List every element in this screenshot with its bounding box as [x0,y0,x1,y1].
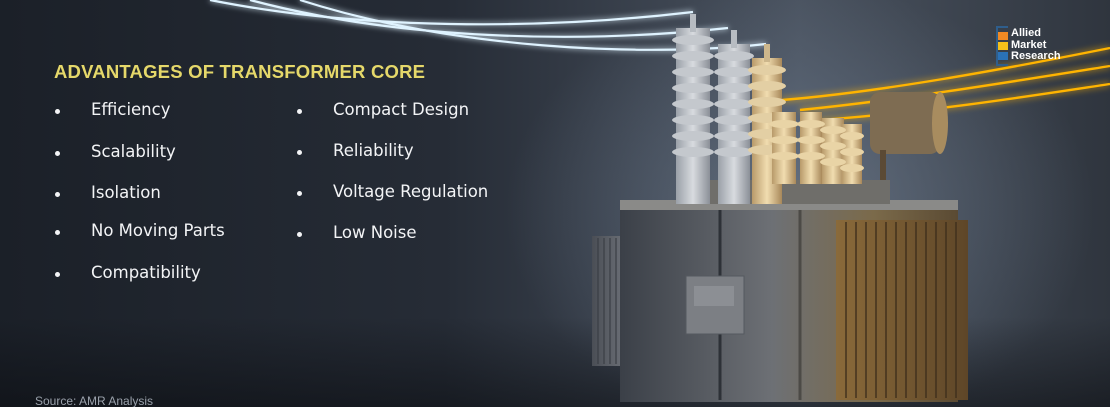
right-radiator [836,220,968,400]
cool-wire-1 [209,0,694,26]
cool-wire-3 [299,0,767,51]
allied-market-research-logo: Allied Market Research [996,26,1092,72]
advantages-list-left: Efficiency Scalability Isolation No Movi… [55,100,285,290]
insulator-2 [714,30,754,204]
warm-wire-2 [799,64,1110,112]
warm-wire-3 [819,82,1110,122]
insulator-1 [672,14,714,204]
lv-insulators [769,112,864,184]
bullet-dot [297,150,302,155]
section-title: ADVANTAGES OF TRANSFORMER CORE [54,61,426,82]
left-radiator [592,236,624,366]
logo-mark-icon [996,26,1010,66]
warm-wire-1 [781,46,1110,102]
bullet-dot [55,230,60,235]
advantages-list-right: Compact Design Reliability Voltage Regul… [297,100,527,250]
bullet-dot [297,232,302,237]
bullet-dot [297,191,302,196]
hv-insulators [672,14,786,204]
bullet-dot [55,272,60,277]
cool-wire-2 [249,0,729,38]
cool-wires [209,0,767,51]
source-note: Source: AMR Analysis [35,394,154,407]
warm-wires [781,46,1110,122]
bullet-dot [55,192,60,197]
bullet-dot [297,109,302,114]
logo-text: Allied Market Research [1011,27,1061,62]
bullet-dot [55,151,60,156]
bullet-dot [55,109,60,114]
